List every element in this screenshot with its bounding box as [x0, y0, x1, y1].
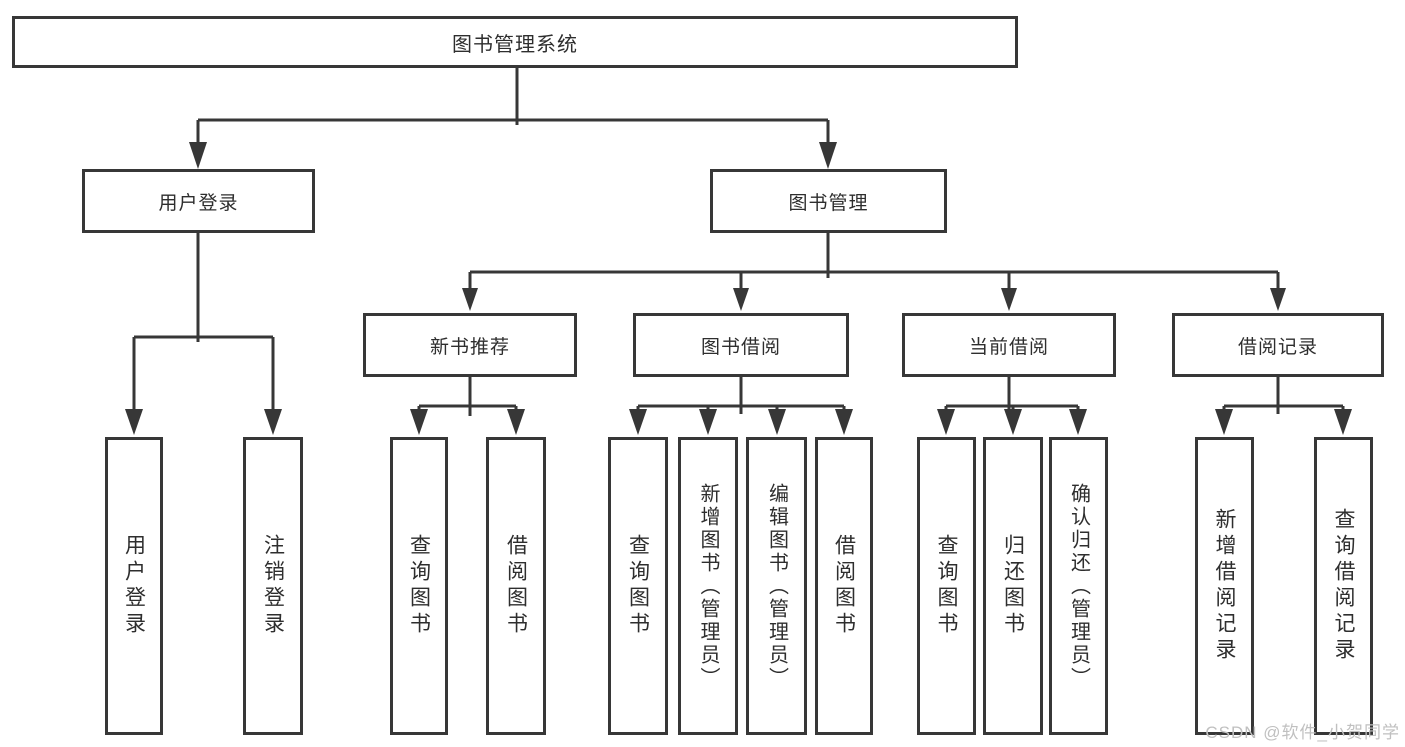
leaf-br-add-record-label: 新增借阅记录 — [1213, 508, 1236, 664]
leaf-user-login-label: 用户登录 — [122, 534, 146, 638]
arrow-leaf-user-login — [125, 409, 143, 435]
arrow-leaf-bb-borrow — [835, 409, 853, 435]
leaf-bb-add-books-admin-label: 新增图书（管理员） — [697, 482, 719, 690]
csdn-watermark: CSDN @软件_小贺同学 — [1205, 723, 1400, 742]
node-current-borrow-label: 当前借阅 — [968, 336, 1049, 358]
arrow-leaf-bb-edit — [768, 409, 786, 435]
leaf-cb-confirm-return-admin: 确认归还（管理员） — [1049, 437, 1108, 735]
node-borrow-records-label: 借阅记录 — [1237, 336, 1318, 358]
node-book-borrow-label: 图书借阅 — [700, 336, 781, 358]
leaf-user-login: 用户登录 — [105, 437, 163, 735]
leaf-br-add-record: 新增借阅记录 — [1195, 437, 1254, 735]
leaf-br-query-record: 查询借阅记录 — [1314, 437, 1373, 735]
leaf-logout-label: 注销登录 — [261, 534, 285, 638]
leaf-cb-return-books-label: 归还图书 — [1001, 534, 1025, 638]
node-book-mgmt-label: 图书管理 — [788, 192, 869, 214]
leaf-br-query-record-label: 查询借阅记录 — [1332, 508, 1355, 664]
arrow-new-book-rec — [462, 288, 478, 311]
arrow-current-borrow — [1001, 288, 1017, 311]
node-root-label: 图书管理系统 — [452, 33, 578, 56]
leaf-nbr-query-books-label: 查询图书 — [407, 534, 431, 638]
leaf-cb-query-books: 查询图书 — [917, 437, 976, 735]
leaf-cb-confirm-return-admin-label: 确认归还（管理员） — [1067, 482, 1090, 690]
leaf-cb-query-books-label: 查询图书 — [935, 534, 958, 638]
node-borrow-records: 借阅记录 — [1172, 313, 1384, 377]
node-root: 图书管理系统 — [12, 16, 1018, 68]
leaf-nbr-query-books: 查询图书 — [390, 437, 448, 735]
leaf-bb-add-books-admin: 新增图书（管理员） — [678, 437, 738, 735]
leaf-bb-query-books-label: 查询图书 — [626, 534, 650, 638]
leaf-bb-edit-books-admin-label: 编辑图书（管理员） — [765, 482, 788, 690]
arrow-leaf-nbr-borrow — [507, 409, 525, 435]
node-book-borrow: 图书借阅 — [633, 313, 849, 377]
arrow-leaf-cb-return — [1004, 409, 1022, 435]
leaf-nbr-borrow-books-label: 借阅图书 — [504, 534, 528, 638]
leaf-bb-query-books: 查询图书 — [608, 437, 668, 735]
arrow-leaf-logout — [264, 409, 282, 435]
arrow-borrow-records — [1270, 288, 1286, 311]
arrow-leaf-br-query — [1334, 409, 1352, 435]
node-user-login: 用户登录 — [82, 169, 315, 233]
leaf-bb-borrow-books-label: 借阅图书 — [832, 534, 856, 638]
leaf-cb-return-books: 归还图书 — [983, 437, 1043, 735]
leaf-bb-edit-books-admin: 编辑图书（管理员） — [746, 437, 807, 735]
node-user-login-label: 用户登录 — [158, 192, 239, 214]
arrow-leaf-bb-add — [699, 409, 717, 435]
arrow-leaf-br-add — [1215, 409, 1233, 435]
node-current-borrow: 当前借阅 — [902, 313, 1116, 377]
connector-leaf-drops — [417, 406, 1345, 412]
arrow-leaf-nbr-query — [410, 409, 428, 435]
arrow-book-mgmt — [819, 142, 837, 169]
leaf-logout: 注销登录 — [243, 437, 303, 735]
node-book-mgmt: 图书管理 — [710, 169, 947, 233]
node-new-book-rec: 新书推荐 — [363, 313, 577, 377]
arrow-user-login — [189, 142, 207, 169]
arrow-leaf-cb-confirm — [1069, 409, 1087, 435]
arrow-book-borrow — [733, 288, 749, 311]
leaf-bb-borrow-books: 借阅图书 — [815, 437, 873, 735]
node-new-book-rec-label: 新书推荐 — [429, 336, 510, 358]
arrow-leaf-cb-query — [937, 409, 955, 435]
arrow-leaf-bb-query — [629, 409, 647, 435]
leaf-nbr-borrow-books: 借阅图书 — [486, 437, 546, 735]
